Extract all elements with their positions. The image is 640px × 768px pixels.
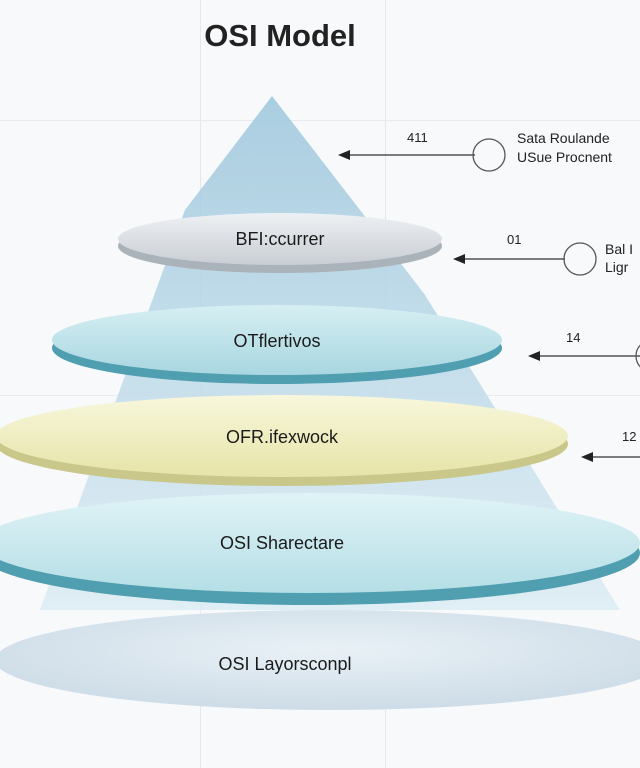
arrow-head-icon bbox=[528, 351, 540, 361]
callout-text: Ligr bbox=[605, 259, 629, 275]
circle-marker-icon bbox=[635, 344, 640, 368]
callout-text: Bal I bbox=[605, 241, 633, 257]
callout-number: 12 bbox=[622, 429, 636, 444]
layer-label: OFR.ifexwock bbox=[226, 427, 339, 447]
layer-disc-4 bbox=[0, 493, 640, 593]
layer-disc-2 bbox=[52, 305, 502, 375]
layer-label: OTflertivos bbox=[233, 331, 320, 351]
layer-disc-1 bbox=[118, 213, 442, 265]
layer-label: BFI:ccurrer bbox=[235, 229, 324, 249]
arrow-head-icon bbox=[338, 150, 350, 160]
circle-marker-icon bbox=[563, 242, 597, 276]
layer-label: OSI Layorsconpl bbox=[218, 654, 351, 674]
circle-marker-icon bbox=[472, 138, 506, 172]
layer-disc-base bbox=[0, 610, 640, 710]
diagram-title: OSI Model bbox=[204, 18, 356, 53]
grid-line bbox=[0, 120, 640, 121]
callout-number: 14 bbox=[566, 330, 580, 345]
layer-label: OSI Sharectare bbox=[220, 533, 344, 553]
arrow-head-icon bbox=[453, 254, 465, 264]
layer-disc-3 bbox=[0, 395, 568, 477]
callout-number: 01 bbox=[507, 232, 521, 247]
callout-text: USue Procnent bbox=[517, 149, 612, 165]
callout-number: 411 bbox=[407, 130, 428, 145]
arrow-head-icon bbox=[581, 452, 593, 462]
callout-text: Sata Roulande bbox=[517, 130, 610, 146]
